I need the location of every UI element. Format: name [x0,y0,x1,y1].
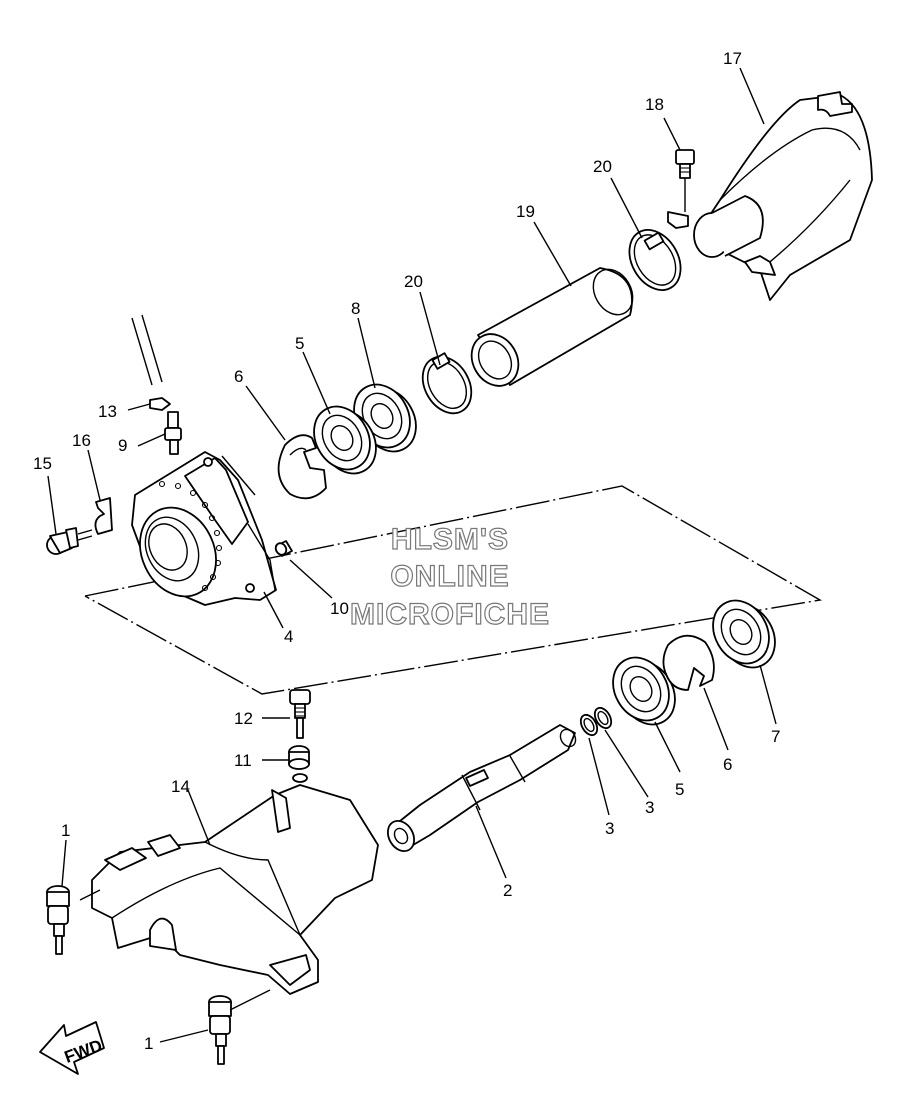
part-6-circlip-lower[interactable] [662,634,715,691]
part-3-oring-a[interactable] [577,712,600,738]
callout-labels: 17 18 20 19 20 8 5 6 13 9 16 15 10 4 12 … [33,49,780,1053]
callout-8: 8 [351,299,360,318]
part-12-bolt[interactable] [289,689,311,739]
callout-2: 2 [503,881,512,900]
callout-4: 4 [284,627,293,646]
watermark-line-3: MICROFICHE [350,598,550,631]
part-3-oring-b[interactable] [591,705,614,731]
callout-10: 10 [330,599,349,618]
part-11-collar[interactable] [288,745,310,770]
callout-7: 7 [771,727,780,746]
part-5-bearing-lower[interactable] [602,647,686,734]
watermark-line-2: ONLINE [390,560,509,593]
part-1-bolt-upper[interactable] [46,885,70,955]
callout-17: 17 [723,49,742,68]
part-17-nozzle[interactable] [693,91,873,301]
callout-20-upper: 20 [593,157,612,176]
part-15-bolt[interactable] [46,527,93,555]
callout-18: 18 [645,95,664,114]
part-1-bolt-lower[interactable] [208,995,232,1065]
part-9-fitting[interactable] [164,411,182,455]
callout-6-upper: 6 [234,367,243,386]
callout-12: 12 [234,709,253,728]
part-6-circlip-upper[interactable] [277,434,327,500]
part-20-clamp-lower[interactable] [413,348,481,422]
part-2-shaft[interactable] [383,724,579,856]
callout-11: 11 [234,751,252,770]
callout-5-lower: 5 [675,780,684,799]
part-16-plate[interactable] [94,497,113,535]
leader-lines [47,67,777,1043]
part-14-duct[interactable] [91,773,379,995]
callout-1-lower: 1 [144,1034,153,1053]
fwd-arrow-icon: FWD [39,1021,105,1075]
part-10-pin[interactable] [274,540,293,557]
callout-1-upper: 1 [61,821,70,840]
callout-13: 13 [98,402,117,421]
assembly-boundary [84,485,823,695]
callout-6-lower: 6 [723,755,732,774]
callout-14: 14 [171,777,190,796]
callout-5-upper: 5 [295,334,304,353]
callout-20-lower: 20 [404,272,423,291]
water-hose [131,314,163,386]
callout-3-left: 3 [605,819,614,838]
callout-19: 19 [516,202,535,221]
housing-bolt-holes [158,480,223,592]
part-5-bearing-upper[interactable] [303,396,387,483]
callout-16: 16 [72,431,91,450]
part-7-bearing[interactable] [702,590,786,677]
callout-15: 15 [33,454,52,473]
part-4-housing[interactable] [126,451,277,609]
watermark: HLSM'S ONLINE MICROFICHE [349,522,550,631]
watermark-line-1: HLSM'S [391,523,509,556]
callout-3-right: 3 [645,798,654,817]
part-19-tube[interactable] [462,262,640,394]
part-20-clamp-upper[interactable] [619,221,691,299]
part-13-clip[interactable] [149,397,171,411]
callout-9: 9 [118,436,127,455]
part-18-bolt[interactable] [667,149,695,229]
